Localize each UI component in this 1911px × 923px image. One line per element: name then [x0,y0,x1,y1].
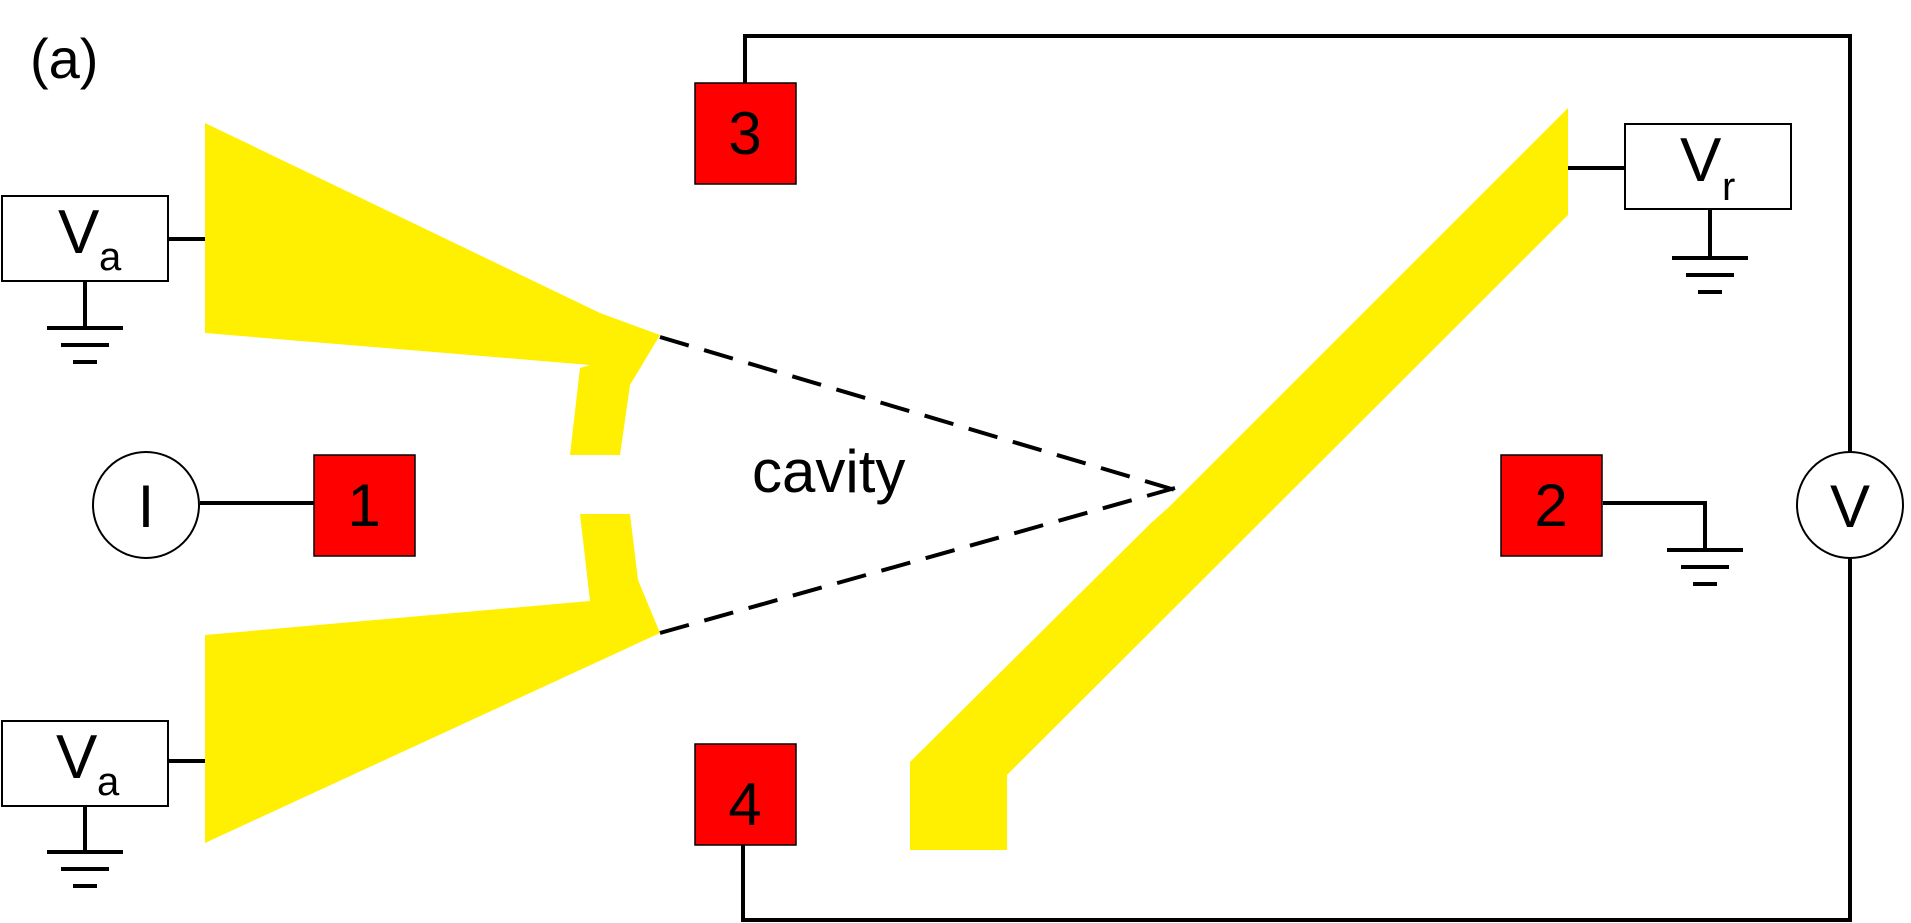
contact-2: 2 [1500,454,1603,557]
ground-icon [47,326,123,364]
voltmeter: V [1796,451,1904,559]
voltage-source-va-bottom: V a [1,720,169,807]
va-bottom-sub: a [97,760,120,804]
vr-main: V [1680,126,1722,195]
contact-3: 3 [694,82,797,185]
gate-reflector [910,108,1568,850]
cavity-label: cavity [752,438,905,505]
va-top-sub: a [99,235,122,279]
voltage-source-vr: V r [1624,123,1792,210]
gate-bottom-left [205,514,660,843]
wire-contact4-to-voltmeter [741,559,1852,922]
wire-contact3-to-voltmeter [743,34,1852,452]
wires [83,34,1852,922]
wire-contact2-to-ground [1603,501,1707,550]
contact-4: 4 [694,743,797,846]
contact-2-label: 2 [1534,472,1567,539]
contact-4-label: 4 [728,771,761,838]
va-bottom-main: V [56,723,98,792]
ground-icon [1672,256,1748,294]
ground-icon [1667,548,1743,586]
vr-sub: r [1722,165,1735,209]
voltmeter-label: V [1830,473,1870,540]
gate-top-left [205,123,660,455]
current-meter: I [92,451,200,559]
contact-3-label: 3 [728,100,761,167]
va-top-main: V [58,198,100,267]
ground-icon [47,850,123,888]
contact-1-label: 1 [347,472,380,539]
current-meter-label: I [138,473,155,540]
voltage-source-va-top: V a [1,195,169,282]
panel-label: (a) [30,27,98,90]
contact-1: 1 [313,454,416,557]
